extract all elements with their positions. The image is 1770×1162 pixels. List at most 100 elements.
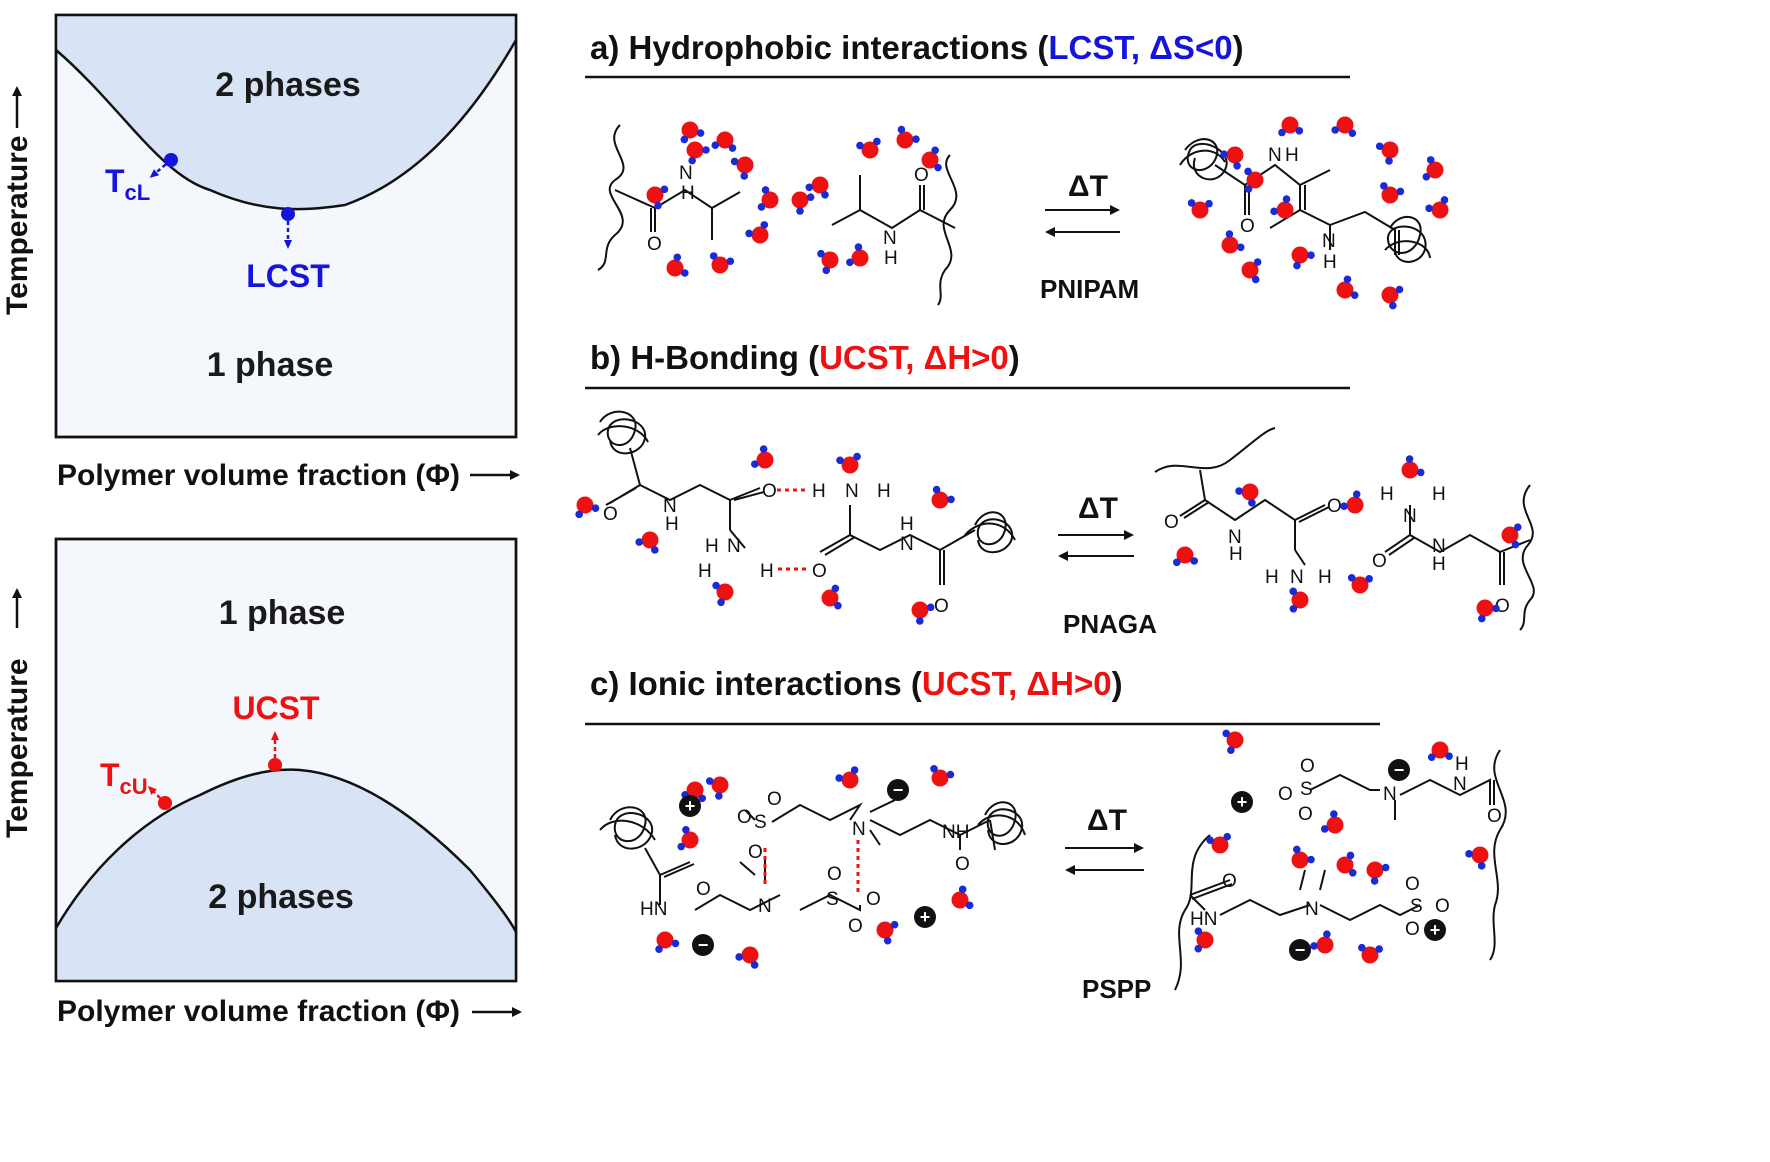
svg-text:N: N bbox=[1305, 899, 1319, 920]
water-molecule bbox=[1244, 167, 1264, 193]
water-molecule bbox=[1366, 861, 1390, 885]
water-molecule bbox=[1425, 196, 1449, 219]
svg-text:O: O bbox=[1164, 512, 1179, 533]
water-molecule bbox=[930, 764, 955, 787]
svg-text:+: + bbox=[1237, 792, 1248, 812]
svg-text:HN: HN bbox=[1190, 909, 1217, 930]
svg-text:O: O bbox=[1222, 871, 1237, 892]
water-molecule bbox=[835, 766, 859, 789]
water-molecule bbox=[856, 137, 881, 159]
ucst-one-phase-label: 1 phase bbox=[219, 594, 346, 632]
svg-text:H: H bbox=[665, 514, 679, 535]
water-molecule bbox=[1291, 845, 1315, 869]
water-molecule bbox=[1427, 741, 1453, 762]
svg-text:N: N bbox=[900, 534, 914, 555]
svg-text:H: H bbox=[1432, 554, 1446, 575]
svg-text:O: O bbox=[1278, 784, 1293, 805]
svg-text:H: H bbox=[760, 561, 774, 582]
water-molecules bbox=[575, 116, 1522, 969]
water-molecule bbox=[1194, 927, 1214, 953]
water-molecule bbox=[1336, 851, 1357, 877]
water-molecule bbox=[951, 885, 974, 910]
water-molecule bbox=[1241, 258, 1262, 284]
cation-icon: + bbox=[914, 906, 936, 928]
svg-text:N: N bbox=[883, 228, 897, 249]
svg-text:O: O bbox=[827, 864, 842, 885]
section-c-ionic: c) Ionic interactions (UCST, ΔH>0) O HN … bbox=[585, 665, 1507, 1004]
water-molecule bbox=[745, 221, 769, 244]
water-molecule bbox=[1289, 587, 1309, 613]
water-molecule bbox=[931, 485, 955, 509]
svg-text:N: N bbox=[727, 536, 741, 557]
svg-text:S: S bbox=[826, 889, 839, 910]
water-molecule bbox=[681, 781, 707, 803]
svg-text:O: O bbox=[647, 234, 662, 255]
svg-text:NH: NH bbox=[942, 822, 969, 843]
ucst-label: UCST bbox=[232, 690, 320, 726]
ucst-binodal-curve bbox=[54, 768, 518, 933]
svg-text:O: O bbox=[737, 807, 752, 828]
water-molecule bbox=[655, 931, 680, 954]
svg-text:H: H bbox=[1455, 754, 1469, 775]
water-molecule bbox=[791, 191, 815, 215]
svg-text:−: − bbox=[893, 780, 904, 800]
svg-text:O: O bbox=[1327, 496, 1342, 517]
water-molecule bbox=[1347, 573, 1373, 594]
water-molecule bbox=[1501, 523, 1522, 549]
section-b-title: b) H-Bonding (UCST, ΔH>0) bbox=[590, 339, 1020, 376]
water-molecule bbox=[1221, 230, 1245, 254]
water-molecule bbox=[1422, 156, 1444, 181]
svg-text:S: S bbox=[1410, 896, 1423, 917]
svg-text:O: O bbox=[1435, 896, 1450, 917]
svg-text:H: H bbox=[1318, 567, 1332, 588]
section-c-delta-t: ΔT bbox=[1087, 804, 1127, 837]
water-molecule bbox=[711, 131, 737, 152]
svg-text:N: N bbox=[758, 896, 772, 917]
water-molecule bbox=[646, 185, 669, 210]
water-molecule bbox=[821, 584, 842, 610]
svg-text:−: − bbox=[698, 935, 709, 955]
svg-text:−: − bbox=[1295, 940, 1306, 960]
pnaga-label: PNAGA bbox=[1063, 609, 1157, 639]
water-molecule bbox=[1401, 455, 1425, 479]
svg-text:N: N bbox=[1322, 231, 1336, 252]
svg-text:N: N bbox=[1432, 536, 1446, 557]
svg-text:O: O bbox=[762, 481, 777, 502]
lcst-phase-diagram: 2 phases 1 phase TcL LCST Temperature Po… bbox=[1, 13, 520, 492]
svg-text:H: H bbox=[698, 561, 712, 582]
anion-icon: − bbox=[1289, 939, 1311, 961]
water-molecule bbox=[1336, 275, 1359, 299]
svg-text:O: O bbox=[1405, 874, 1420, 895]
water-molecule bbox=[705, 776, 729, 800]
water-molecule bbox=[1187, 199, 1213, 219]
ucst-y-axis-label: Temperature bbox=[1, 658, 34, 838]
counter-ions: +−+−+−−+ bbox=[679, 759, 1446, 961]
water-molecule bbox=[1380, 182, 1405, 204]
water-molecule bbox=[876, 920, 899, 945]
water-molecule bbox=[686, 141, 710, 165]
svg-text:O: O bbox=[767, 789, 782, 810]
water-molecule bbox=[1331, 116, 1357, 137]
svg-text:O: O bbox=[603, 504, 618, 525]
svg-text:O: O bbox=[848, 916, 863, 937]
svg-text:N: N bbox=[1268, 145, 1282, 166]
water-molecule bbox=[896, 125, 920, 149]
svg-text:H: H bbox=[1323, 252, 1337, 273]
svg-text:N: N bbox=[1228, 527, 1242, 548]
svg-text:O: O bbox=[934, 596, 949, 617]
section-b-delta-t: ΔT bbox=[1078, 492, 1118, 525]
svg-text:H: H bbox=[1432, 484, 1446, 505]
water-molecule bbox=[1358, 943, 1384, 964]
svg-text:O: O bbox=[748, 842, 763, 863]
water-molecule bbox=[805, 176, 829, 199]
lcst-two-phases-label: 2 phases bbox=[215, 66, 361, 104]
water-molecule bbox=[836, 452, 861, 474]
svg-text:H: H bbox=[705, 536, 719, 557]
svg-text:O: O bbox=[866, 889, 881, 910]
water-molecule bbox=[1381, 285, 1404, 310]
svg-text:N: N bbox=[845, 481, 859, 502]
lcst-label: LCST bbox=[246, 258, 330, 294]
ucst-x-axis-label: Polymer volume fraction (Φ) bbox=[57, 995, 460, 1028]
water-molecule bbox=[757, 186, 779, 211]
